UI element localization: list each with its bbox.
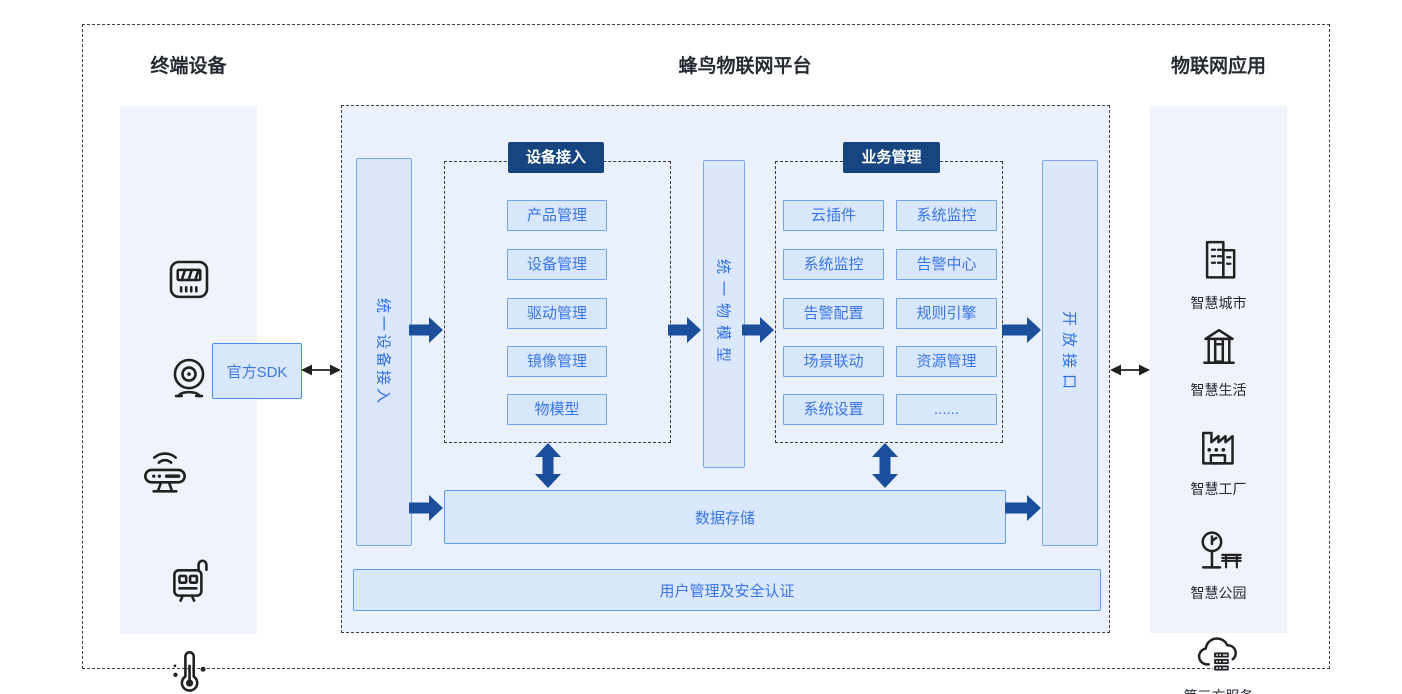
app-third-party: 第三方服务 bbox=[1150, 627, 1287, 694]
open-api-label: 开放接口 bbox=[1060, 310, 1078, 396]
platform-box: 统一设备接入 设备接入 产品管理 设备管理 驱动管理 镜像管理 物模型 统一物模… bbox=[341, 105, 1110, 633]
business-item: 告警配置 bbox=[783, 298, 884, 329]
business-item: 场景联动 bbox=[783, 346, 884, 377]
app-smart-factory: 智慧工厂 bbox=[1150, 420, 1287, 499]
unified-thing-model-label: 统一物模型 bbox=[714, 258, 732, 370]
app-smart-park: 智慧公园 bbox=[1150, 524, 1287, 603]
business-item: 告警中心 bbox=[896, 249, 997, 280]
factory-icon bbox=[1201, 431, 1234, 465]
business-item: ...... bbox=[896, 394, 997, 425]
bank-building-icon bbox=[1202, 328, 1235, 364]
cloud-servers-icon bbox=[1197, 637, 1237, 672]
terminal-devices-title: 终端设备 bbox=[150, 56, 227, 77]
app-label: 智慧生活 bbox=[1190, 382, 1247, 398]
business-item: 资源管理 bbox=[896, 346, 997, 377]
electric-meter-icon bbox=[162, 253, 216, 312]
user-management-security-bar: 用户管理及安全认证 bbox=[353, 569, 1101, 611]
city-buildings-icon bbox=[1205, 240, 1235, 279]
official-sdk-box: 官方SDK bbox=[212, 343, 302, 399]
unified-thing-model-bar: 统一物模型 bbox=[703, 160, 745, 468]
app-label: 智慧公园 bbox=[1190, 585, 1247, 601]
platform-title: 蜂鸟物联网平台 bbox=[678, 56, 812, 77]
outer-dashed-border bbox=[82, 24, 1330, 669]
data-storage-bar: 数据存储 bbox=[444, 490, 1006, 544]
business-item: 系统监控 bbox=[896, 200, 997, 231]
app-smart-life: 智慧生活 bbox=[1150, 321, 1287, 400]
device-access-item: 产品管理 bbox=[507, 200, 607, 231]
device-access-item: 物模型 bbox=[507, 394, 607, 425]
app-label: 第三方服务 bbox=[1184, 686, 1254, 694]
iot-apps-panel: 智慧城市 智慧生活 智慧工厂 bbox=[1150, 106, 1287, 694]
controller-icon bbox=[162, 554, 216, 613]
business-item: 系统监控 bbox=[783, 249, 884, 280]
business-management-group-header: 业务管理 bbox=[843, 142, 940, 173]
app-smart-city: 智慧城市 bbox=[1150, 234, 1287, 313]
device-access-group-header: 设备接入 bbox=[508, 142, 604, 173]
business-item: 云插件 bbox=[783, 200, 884, 231]
thermometer-icon bbox=[162, 645, 216, 694]
app-label: 智慧城市 bbox=[1190, 295, 1247, 311]
iot-apps-title: 物联网应用 bbox=[1170, 56, 1266, 77]
official-sdk-label: 官方SDK bbox=[226, 363, 288, 381]
device-access-item: 镜像管理 bbox=[507, 346, 607, 377]
business-item: 系统设置 bbox=[783, 394, 884, 425]
unified-device-access-bar: 统一设备接入 bbox=[356, 158, 412, 546]
park-icon bbox=[1201, 531, 1242, 569]
open-api-bar: 开放接口 bbox=[1042, 160, 1098, 546]
unified-device-access-label: 统一设备接入 bbox=[374, 297, 392, 407]
business-item: 规则引擎 bbox=[896, 298, 997, 329]
device-access-item: 驱动管理 bbox=[507, 298, 607, 329]
app-label: 智慧工厂 bbox=[1190, 481, 1247, 497]
camera-icon bbox=[162, 351, 216, 410]
device-access-item: 设备管理 bbox=[507, 249, 607, 280]
wireless-gateway-icon bbox=[138, 448, 192, 507]
